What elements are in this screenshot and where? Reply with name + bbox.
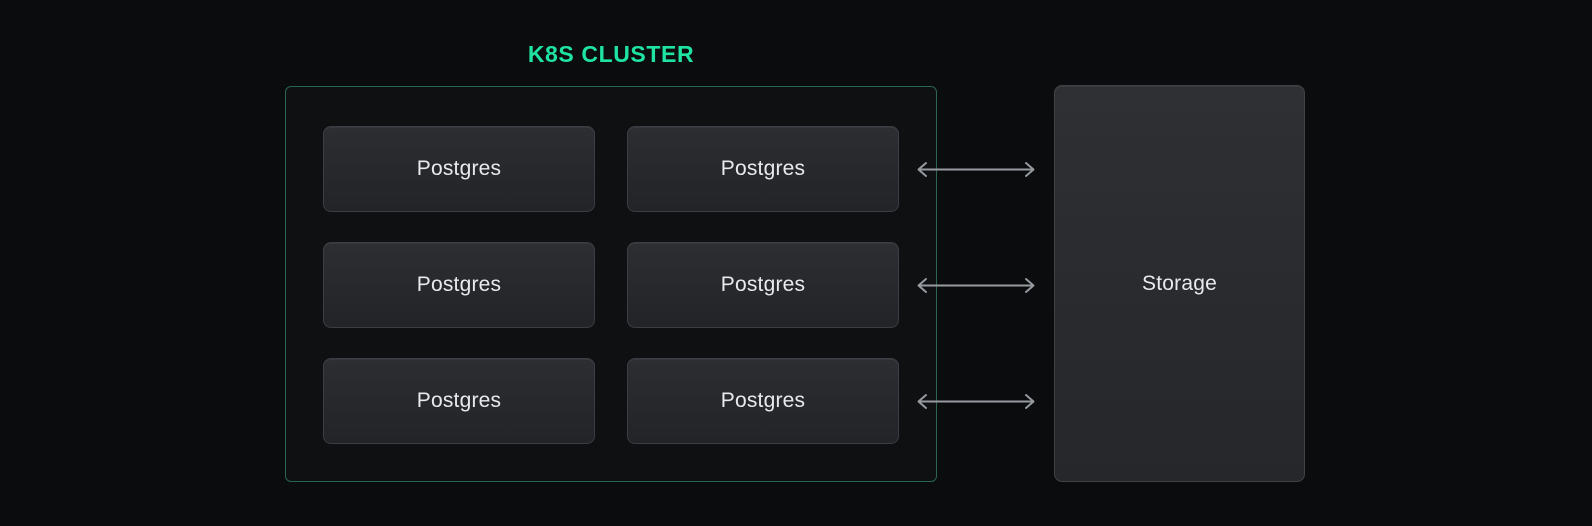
postgres-node-label: Postgres — [720, 389, 806, 412]
postgres-node: Postgres — [627, 358, 899, 444]
double-arrow-icon — [917, 394, 1035, 409]
postgres-node-label: Postgres — [416, 273, 502, 296]
bidirectional-arrow-row-2 — [908, 275, 1044, 296]
storage-label: Storage — [1142, 271, 1217, 295]
postgres-node-label: Postgres — [416, 157, 502, 180]
bidirectional-arrow-row-3 — [908, 391, 1044, 412]
postgres-node: Postgres — [323, 242, 595, 328]
postgres-node-label: Postgres — [416, 389, 502, 412]
postgres-node-label: Postgres — [720, 157, 806, 180]
k8s-cluster-box: Postgres Postgres Postgres Postgres Post… — [285, 86, 937, 482]
bidirectional-arrow-row-1 — [908, 159, 1044, 180]
postgres-node: Postgres — [627, 242, 899, 328]
cluster-title: K8S CLUSTER — [527, 41, 695, 67]
postgres-node-label: Postgres — [720, 273, 806, 296]
postgres-node: Postgres — [323, 126, 595, 212]
double-arrow-icon — [917, 278, 1035, 293]
postgres-node: Postgres — [627, 126, 899, 212]
postgres-node: Postgres — [323, 358, 595, 444]
storage-box: Storage — [1054, 85, 1305, 482]
double-arrow-icon — [917, 162, 1035, 177]
